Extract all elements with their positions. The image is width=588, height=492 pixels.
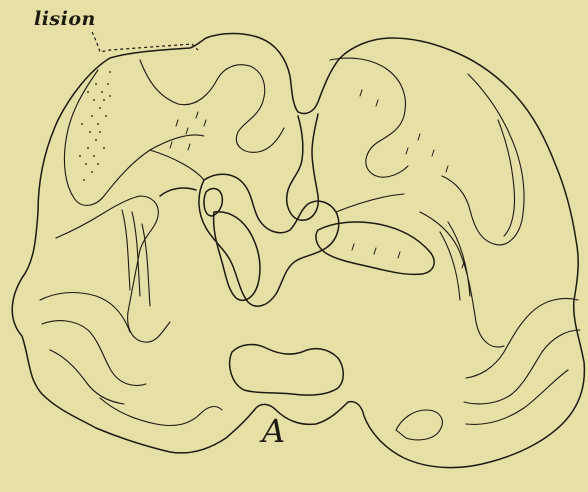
thalamus-right: [316, 222, 434, 274]
pons-notch: [230, 345, 344, 396]
lateral-ventricle-left: [160, 188, 196, 196]
right-gyrus-inner: [420, 212, 504, 347]
outer-contour: [12, 34, 584, 468]
lesion-stippling: [79, 71, 111, 181]
right-inner-sulcus: [498, 120, 515, 236]
right-gyrus-upper: [330, 58, 408, 177]
lesion-label: lision: [34, 8, 96, 30]
right-gyrus-lateral: [442, 74, 524, 245]
left-temporal-lobe: [40, 293, 222, 426]
right-hippocampal-fold: [396, 410, 442, 440]
left-insula-folds: [122, 210, 150, 306]
left-gyrus-inner: [56, 196, 170, 342]
section-label: A: [262, 412, 285, 450]
right-temporal-lobe: [464, 298, 580, 424]
left-gyrus-upper: [140, 60, 284, 152]
ventricle: [287, 114, 319, 220]
left-gyrus-lateral: [64, 70, 204, 205]
thalamus-left: [214, 212, 260, 301]
